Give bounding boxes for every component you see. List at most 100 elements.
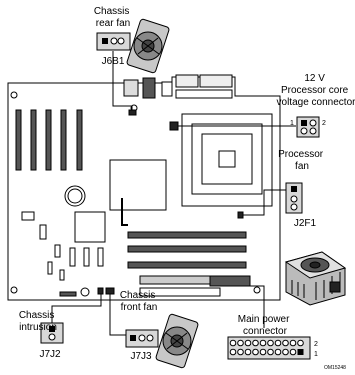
front-fan-pin bbox=[146, 334, 154, 342]
chassis-front-fan-label-line1: Chassis bbox=[120, 290, 156, 301]
pci-slot bbox=[30, 109, 37, 171]
cpu-12v-pin bbox=[309, 127, 317, 135]
power-pin2-label: 2 bbox=[314, 341, 318, 348]
cpu-voltage-label-line1: 12 V bbox=[304, 73, 325, 84]
ide-connector bbox=[139, 275, 221, 285]
pci-slot bbox=[15, 109, 22, 171]
callout-main-power bbox=[232, 285, 265, 328]
cpu-voltage-label-line2: Processor core bbox=[281, 85, 349, 96]
j7j3-label: J7J3 bbox=[130, 351, 152, 362]
small-component bbox=[54, 244, 61, 258]
board-cpu-fan-header bbox=[237, 211, 244, 219]
io-audio-connector bbox=[161, 81, 173, 97]
small-component bbox=[39, 224, 47, 240]
processor-heatsink-fan-icon bbox=[284, 251, 347, 306]
callout-lines bbox=[51, 51, 296, 336]
cpu-12v-pin1-label: 1 bbox=[290, 120, 294, 127]
cpu-fan-connector-detail bbox=[285, 182, 303, 214]
main-power-pin bbox=[259, 348, 267, 356]
rear-fan-pin-square bbox=[102, 38, 108, 44]
chassis-rear-fan-label: Chassis rear fan bbox=[94, 6, 132, 29]
intrusion-connector-detail bbox=[40, 322, 64, 344]
southbridge-chip bbox=[74, 211, 106, 243]
board-intrusion-header bbox=[97, 287, 104, 295]
j2f1-label: J2F1 bbox=[294, 218, 317, 229]
main-power-pin bbox=[282, 339, 289, 347]
rear-fan-pin bbox=[110, 37, 118, 45]
chassis-intrusion-label: Chassis intrusion bbox=[19, 310, 57, 333]
main-power-pin bbox=[274, 339, 282, 347]
cpu-fan-pin bbox=[290, 203, 298, 211]
callout-front-fan bbox=[109, 294, 126, 336]
main-power-pin bbox=[274, 348, 282, 356]
main-power-pin bbox=[252, 339, 259, 347]
floppy-connector bbox=[139, 287, 221, 297]
small-component bbox=[83, 247, 90, 267]
main-power-connector-detail bbox=[227, 336, 311, 360]
intrusion-connector-housing bbox=[40, 322, 64, 344]
main-power-pin bbox=[289, 339, 297, 347]
rear-fan-connector-detail bbox=[96, 32, 131, 51]
main-power-pin bbox=[282, 348, 289, 356]
board-12v-connector bbox=[169, 121, 179, 131]
main-power-label-line1: Main power bbox=[238, 314, 290, 325]
main-power-pin bbox=[237, 348, 244, 356]
cpu-fan-pin bbox=[290, 195, 298, 203]
northbridge-chip bbox=[109, 159, 167, 211]
main-power-pin bbox=[244, 339, 252, 347]
dimm-slot bbox=[127, 261, 247, 269]
cpu-12v-pin2-label: 2 bbox=[322, 120, 326, 127]
cpu-voltage-label: 12 V Processor core voltage connector bbox=[277, 73, 355, 108]
small-component bbox=[47, 261, 53, 275]
main-power-socket bbox=[209, 275, 251, 287]
motherboard bbox=[7, 74, 281, 301]
processor-fan-label-line2: fan bbox=[295, 161, 309, 172]
processor-socket-inner bbox=[201, 133, 253, 185]
callout-rear-fan bbox=[112, 51, 133, 110]
front-panel-header bbox=[59, 291, 77, 297]
main-power-pin bbox=[267, 339, 274, 347]
main-power-pin bbox=[297, 339, 304, 347]
socket-lever bbox=[121, 198, 128, 226]
processor-fan-label: Processor fan bbox=[278, 149, 326, 172]
j6b1-label: J6B1 bbox=[102, 56, 125, 67]
io-serial-connector bbox=[175, 74, 199, 88]
cpu-12v-pin bbox=[300, 127, 308, 135]
pci-slot bbox=[60, 109, 67, 171]
heatsink-clip bbox=[329, 281, 341, 293]
callout-cpu-fan bbox=[243, 189, 286, 216]
dimm-slot bbox=[127, 231, 247, 239]
power-pin1-label: 1 bbox=[314, 351, 318, 358]
j7j2-label: J7J2 bbox=[39, 349, 61, 360]
chassis-intrusion-label-line1: Chassis bbox=[19, 310, 55, 321]
front-fan-blade-line bbox=[165, 332, 189, 350]
board-outline bbox=[7, 76, 281, 301]
intrusion-pin bbox=[48, 333, 56, 341]
agp-slot bbox=[76, 109, 83, 171]
chassis-front-fan-label-line2: front fan bbox=[121, 302, 158, 313]
chassis-rear-fan-label-line1: Chassis bbox=[94, 6, 130, 17]
small-component bbox=[69, 247, 76, 267]
cpu-12v-pin bbox=[309, 119, 317, 127]
chassis-rear-fan-label-line2: rear fan bbox=[96, 18, 130, 29]
cpu-12v-pin-square bbox=[301, 120, 307, 126]
cmos-battery bbox=[64, 185, 86, 207]
main-power-pin bbox=[244, 348, 252, 356]
cpu-voltage-label-line3: voltage connector bbox=[277, 97, 355, 108]
cmos-battery-inner bbox=[67, 188, 83, 204]
front-fan-pin bbox=[138, 334, 146, 342]
rear-fan-pin bbox=[117, 37, 125, 45]
main-power-pin bbox=[229, 339, 237, 347]
front-fan-icon bbox=[155, 313, 199, 369]
cpu-12v-connector-detail bbox=[296, 116, 320, 138]
processor-socket-outer bbox=[181, 113, 273, 207]
intrusion-pin-square bbox=[49, 326, 55, 332]
io-parallel-connector bbox=[199, 74, 233, 88]
io-ps2-connector bbox=[123, 79, 139, 97]
cpu-fan-pin-square bbox=[291, 186, 297, 192]
cpu-12v-connector-housing bbox=[296, 116, 320, 138]
callout-intrusion bbox=[51, 294, 102, 323]
main-power-pin bbox=[237, 339, 244, 347]
main-power-pin bbox=[289, 348, 297, 356]
